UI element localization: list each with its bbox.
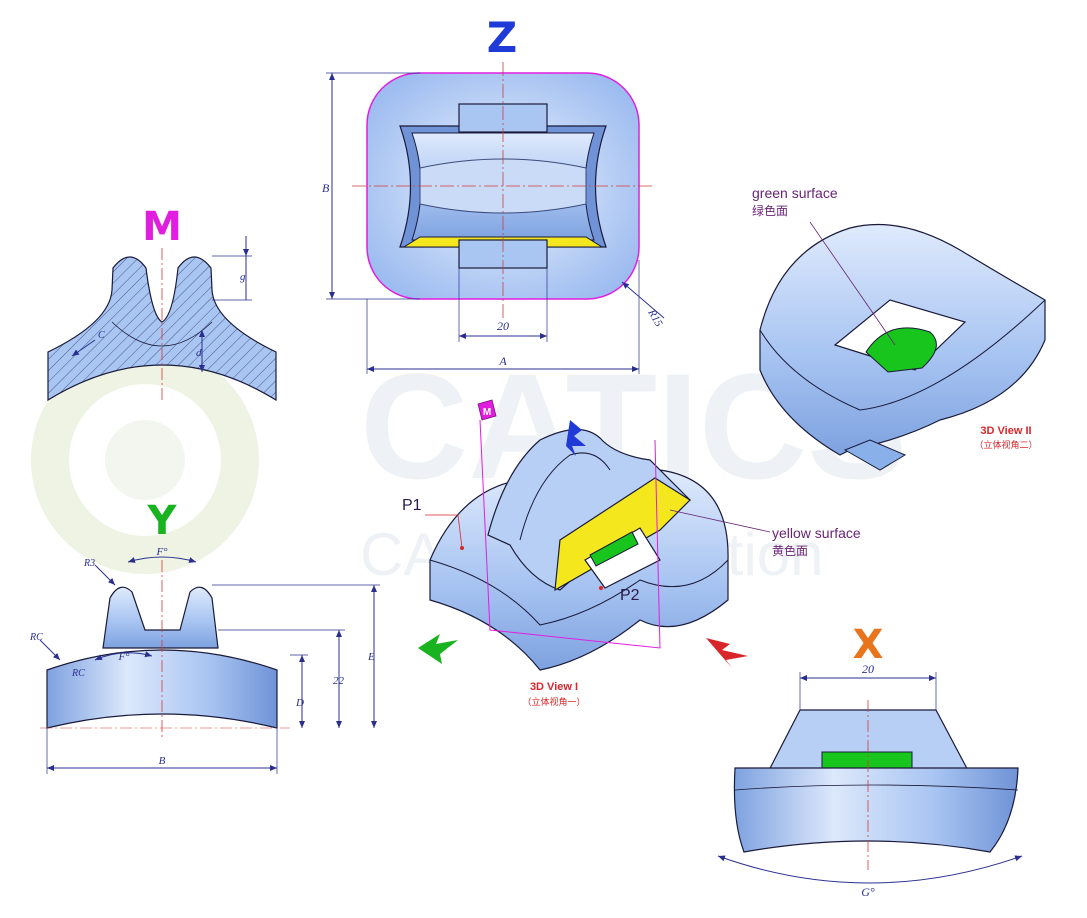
- m-dim-c: C: [98, 330, 105, 341]
- iso2-tab: [843, 439, 907, 471]
- p1-point: [460, 546, 464, 550]
- z-dim-20: 20: [497, 319, 509, 333]
- yellow-callout-cn: 黄色面: [772, 544, 808, 558]
- p1-leader: [457, 514, 463, 549]
- y-dim-r3: R3: [83, 558, 95, 569]
- iso1-m-tag: M: [483, 407, 491, 418]
- view-y: Y F° F° R3 RC RC D 22 E B: [29, 498, 380, 774]
- m-dim-c-leader: [71, 339, 96, 357]
- watermark-hub: [105, 420, 185, 500]
- m-dim-d: d: [196, 347, 202, 359]
- view-m: M g d C: [47, 204, 277, 402]
- x-direction-arrow-icon: [706, 638, 748, 668]
- y-angle-f-mid-arc: [94, 651, 153, 661]
- iso1-m-plane: [479, 419, 661, 649]
- y-dim-e: E: [367, 651, 375, 663]
- iso1-ridge-groove: [519, 452, 611, 541]
- iso2-subtitle: （立体视角二）: [974, 439, 1037, 450]
- y-dim-f-mid: F°: [117, 651, 130, 663]
- y-dim-rc2: RC: [71, 668, 85, 679]
- y-dim-rc1: RC: [29, 632, 43, 643]
- y-direction-arrow-icon: [418, 634, 458, 664]
- view-m-label: M: [142, 204, 182, 250]
- z-dim-b: B: [322, 181, 330, 195]
- iso2-top-edge: [759, 299, 1046, 411]
- z-direction-arrow-icon: [566, 420, 586, 456]
- z-dim-r15: R15: [645, 307, 665, 330]
- y-dim-22: 22: [333, 675, 345, 687]
- y-r3-leader: [94, 564, 116, 586]
- p2-point: [599, 586, 603, 590]
- y-dim-f-top: F°: [155, 546, 168, 558]
- view-x-label: X: [853, 622, 884, 668]
- m-dim-g: g: [240, 271, 246, 283]
- iso1-ridge: [487, 428, 692, 591]
- y-rc1-leader: [39, 639, 61, 661]
- view-z: Z B 20 A R15: [322, 13, 665, 374]
- y-dim-b: B: [159, 755, 166, 767]
- iso1-title: 3D View I: [530, 681, 578, 693]
- y-angle-f-top-arc: [127, 556, 197, 563]
- yellow-callout-leader: [669, 509, 771, 533]
- p2-label: P2: [620, 587, 640, 604]
- z-r15-leader: [621, 281, 665, 319]
- green-callout-leader: [809, 221, 896, 346]
- iso2-green-surface: [865, 327, 937, 373]
- z-dim-a: A: [498, 354, 507, 368]
- iso1-base-edge: [429, 559, 729, 626]
- y-teeth: [102, 586, 219, 649]
- x-base: [733, 767, 1019, 853]
- p1-label: P1: [402, 497, 422, 514]
- iso1-subtitle: （立体视角一）: [522, 696, 585, 707]
- iso-view-2: green surface 绿色面 3D View II （立体视角二）: [752, 185, 1046, 471]
- x-dim-g: G°: [861, 885, 875, 899]
- x-base-edge: [734, 784, 1019, 791]
- view-x: X 20 G°: [717, 622, 1023, 899]
- iso1-green-surface: [589, 531, 639, 567]
- iso-view-1: M P1 P2 yellow surface 黄色面 3D View I （立体…: [402, 399, 861, 707]
- x-angle-g-arc: [717, 855, 1023, 884]
- yellow-callout-en: yellow surface: [772, 525, 861, 541]
- iso1-m-tag-icon: [477, 399, 497, 421]
- iso2-title: 3D View II: [980, 425, 1031, 437]
- view-y-label: Y: [147, 498, 178, 544]
- green-callout-en: green surface: [752, 185, 838, 201]
- x-dim-20: 20: [862, 662, 874, 676]
- green-callout-cn: 绿色面: [752, 203, 788, 218]
- view-z-label: Z: [487, 13, 517, 62]
- y-dim-d: D: [295, 697, 304, 709]
